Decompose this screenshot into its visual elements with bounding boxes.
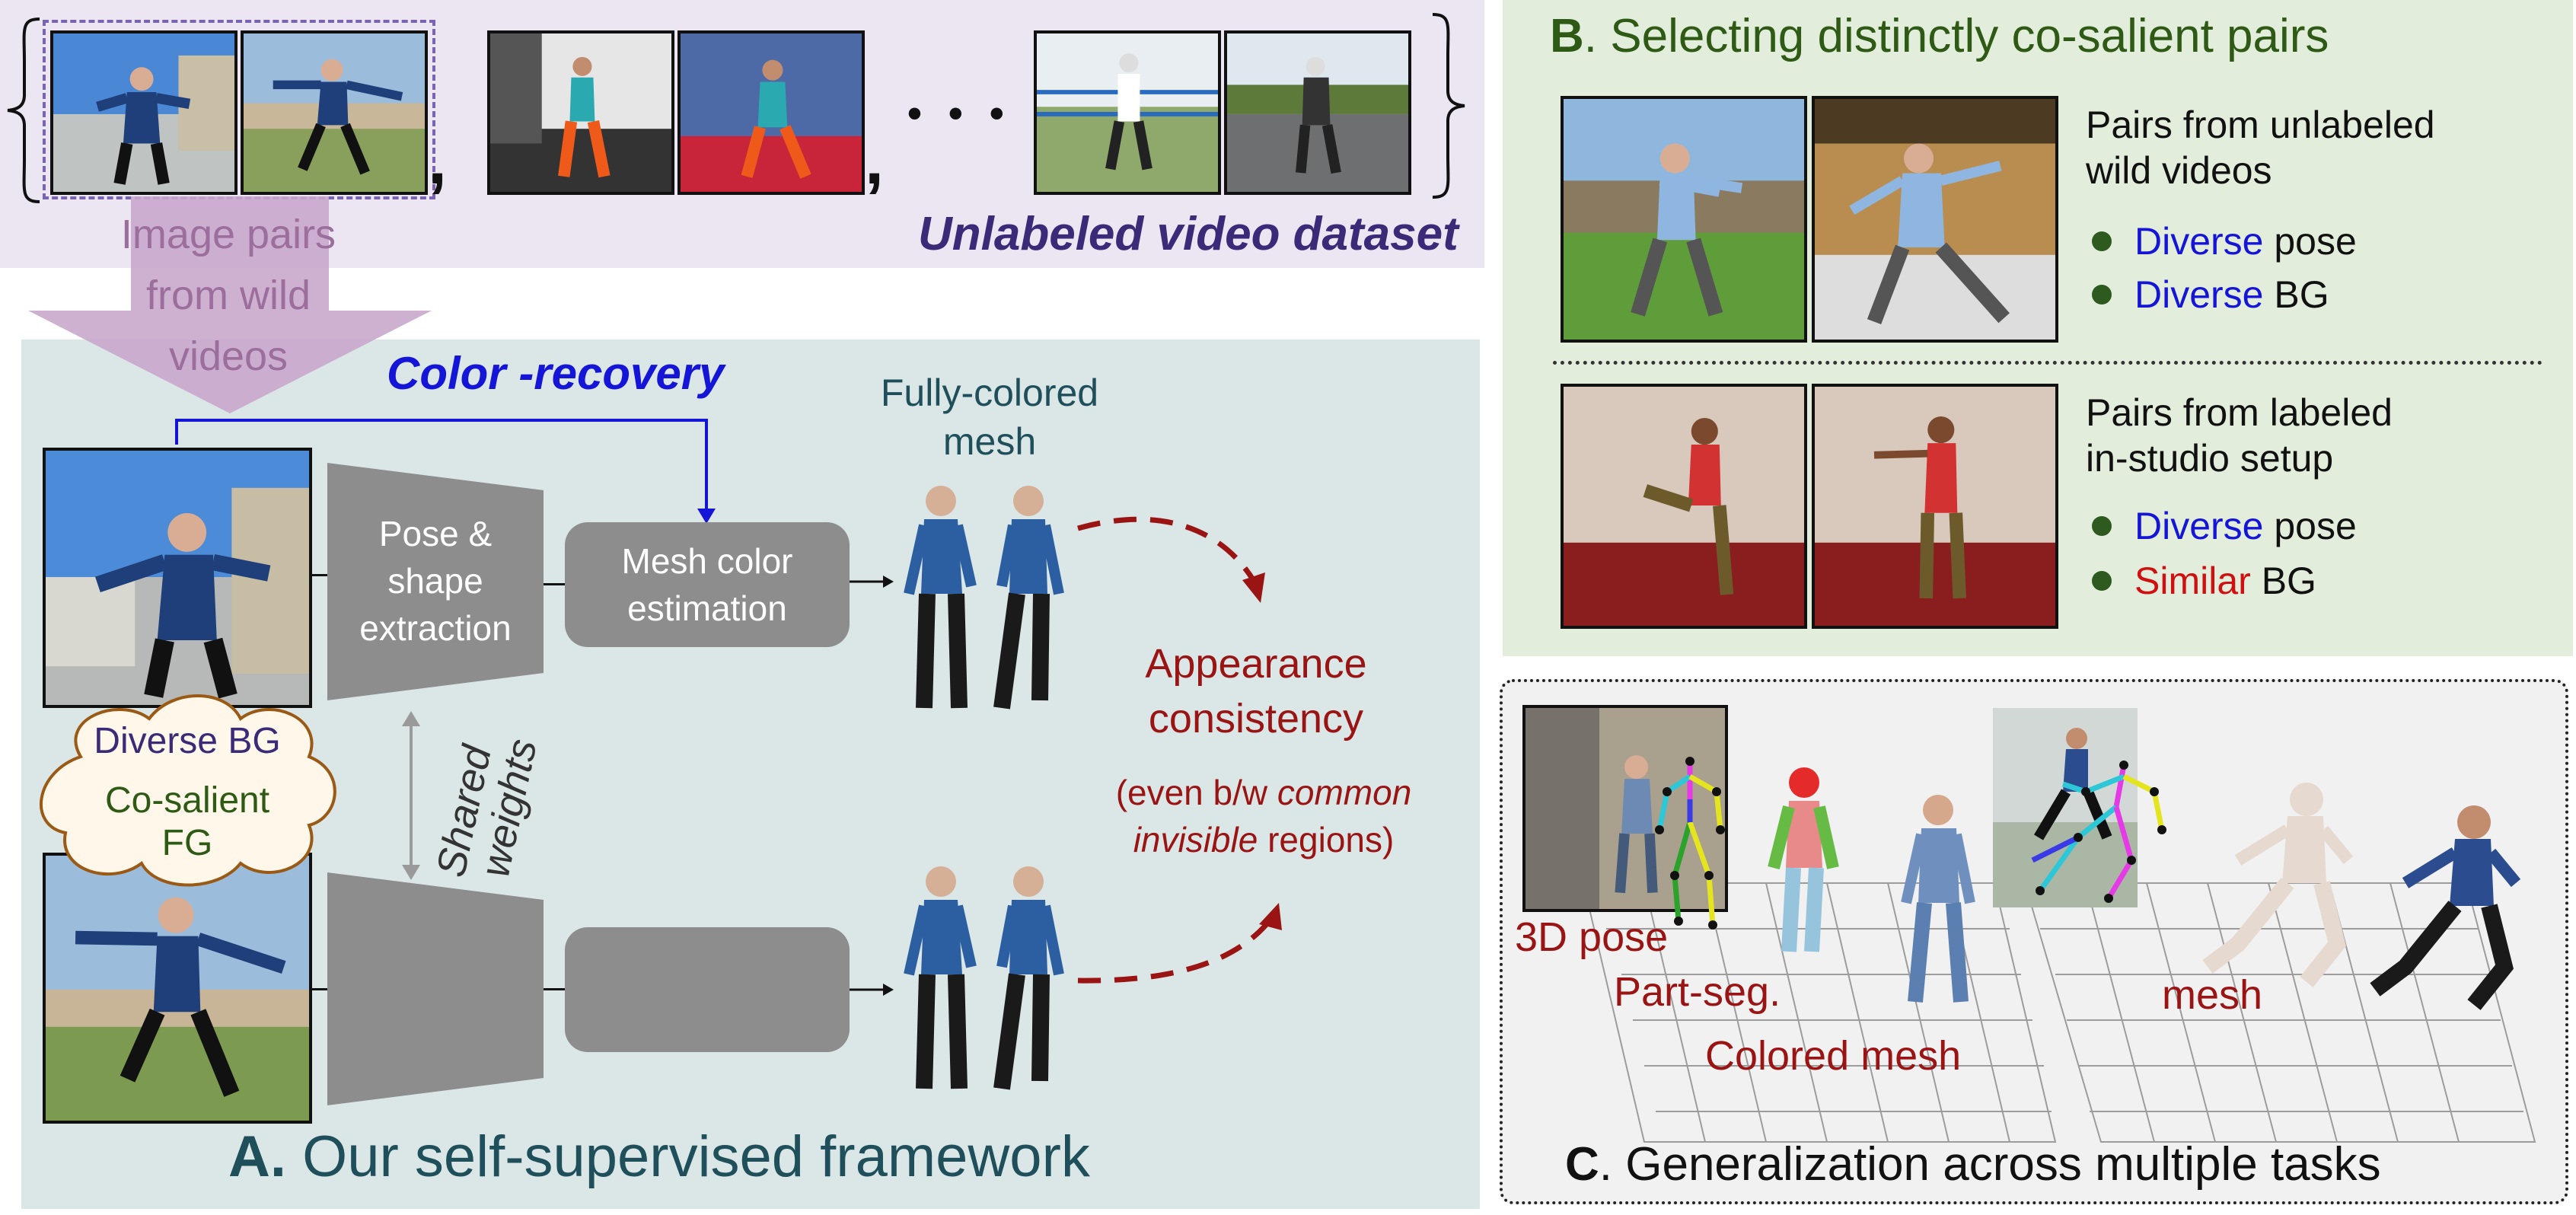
left-brace (7, 18, 40, 203)
colored-mesh-figures-top (904, 486, 1064, 710)
bullet-icon (2092, 284, 2112, 305)
cloud-diverse-bg: Diverse BG (94, 721, 281, 761)
connector-trap-mesh-bottom (544, 988, 565, 990)
input-photo-bottom (43, 853, 312, 1124)
cloud-co-salient-fg: Co-salient FG (104, 780, 270, 863)
comma-1: , (428, 123, 448, 199)
label-colored-mesh: Colored mesh (1705, 1033, 1962, 1079)
right-brace (1432, 13, 1465, 199)
bullet-icon (2092, 570, 2112, 591)
arrow-to-mesh-top (850, 576, 894, 588)
part-seg-figure (1768, 767, 1839, 952)
color-recovery-label: Color -recovery (387, 348, 725, 399)
co-salient-cloud (39, 694, 336, 887)
wild-pair-photo-1 (1561, 96, 1807, 343)
top-photo-wild-2 (241, 30, 428, 195)
appearance-arrow-bottom (1077, 903, 1282, 984)
panel-a-title: A. Our self-supervised framework (228, 1124, 1090, 1189)
label-part-seg: Part-seg. (1614, 969, 1781, 1015)
image-pairs-down-arrow (28, 196, 432, 413)
label-3d-pose: 3D pose (1515, 914, 1669, 960)
top-photo-indoor-2 (677, 30, 865, 195)
wild-item-pose: Diverse pose (2092, 219, 2357, 263)
studio-item-bg: Similar BG (2092, 559, 2316, 603)
comma-2: , (865, 123, 885, 199)
studio-pair-photo-1 (1561, 384, 1807, 629)
panel-b-title: B. Selecting distinctly co-salient pairs (1550, 10, 2329, 62)
skeleton-3d-pose-right (2031, 761, 2166, 903)
studio-pair-photo-2 (1812, 384, 2058, 629)
connector-trap-mesh-top (544, 583, 565, 585)
wild-heading: Pairs from unlabeled wild videos (2086, 104, 2435, 192)
top-photo-wild-1 (50, 30, 238, 195)
mesh-figure-colored-right (2370, 805, 2521, 1010)
pose-extraction-trapezoid (327, 463, 544, 700)
image-pairs-label: Image pairs from wild videos (120, 212, 336, 379)
connector-bottom-input (312, 988, 327, 990)
mesh-color-estimation-box-shared (565, 927, 850, 1052)
fully-colored-mesh-label: Fully-colored mesh (880, 372, 1099, 463)
shared-weights-arrow (402, 711, 420, 880)
studio-item-pose: Diverse pose (2092, 504, 2357, 548)
color-recovery-arrow (175, 419, 716, 524)
pose-shape-label: Pose & shape extraction (359, 514, 512, 648)
label-mesh: mesh (2162, 972, 2263, 1018)
bullet-icon (2092, 515, 2112, 536)
bullet-icon (2092, 231, 2112, 251)
studio-heading: Pairs from labeled in-studio setup (2086, 391, 2393, 480)
appearance-consistency-label: Appearance consistency (1145, 641, 1367, 741)
unlabeled-dataset-label: Unlabeled video dataset (918, 208, 1459, 260)
panel-b-divider (1553, 361, 2543, 365)
appearance-arrow-top (1077, 516, 1265, 603)
top-photo-skater-1 (1034, 30, 1221, 195)
input-photo-top (43, 448, 312, 708)
mesh-figure-gray (2202, 783, 2354, 987)
pose-extraction-trapezoid-shared (327, 872, 544, 1105)
wild-item-bg: Diverse BG (2092, 273, 2329, 317)
even-common-invisible-label: (even b/w common invisible regions) (1115, 773, 1412, 859)
colored-mesh-figures-bottom (904, 866, 1064, 1090)
skeleton-3d-pose-left (1655, 757, 1725, 930)
wild-pair-photo-2 (1812, 96, 2058, 343)
arrow-to-mesh-bottom (850, 984, 894, 996)
ellipsis-dots: • • • (907, 91, 1012, 136)
panel-c-title: C. Generalization across multiple tasks (1565, 1138, 2381, 1191)
top-photo-skater-2 (1224, 30, 1411, 195)
colored-mesh-figure-c (1901, 795, 1975, 1003)
top-photo-indoor-1 (487, 30, 674, 195)
connector-top-input (312, 574, 327, 576)
